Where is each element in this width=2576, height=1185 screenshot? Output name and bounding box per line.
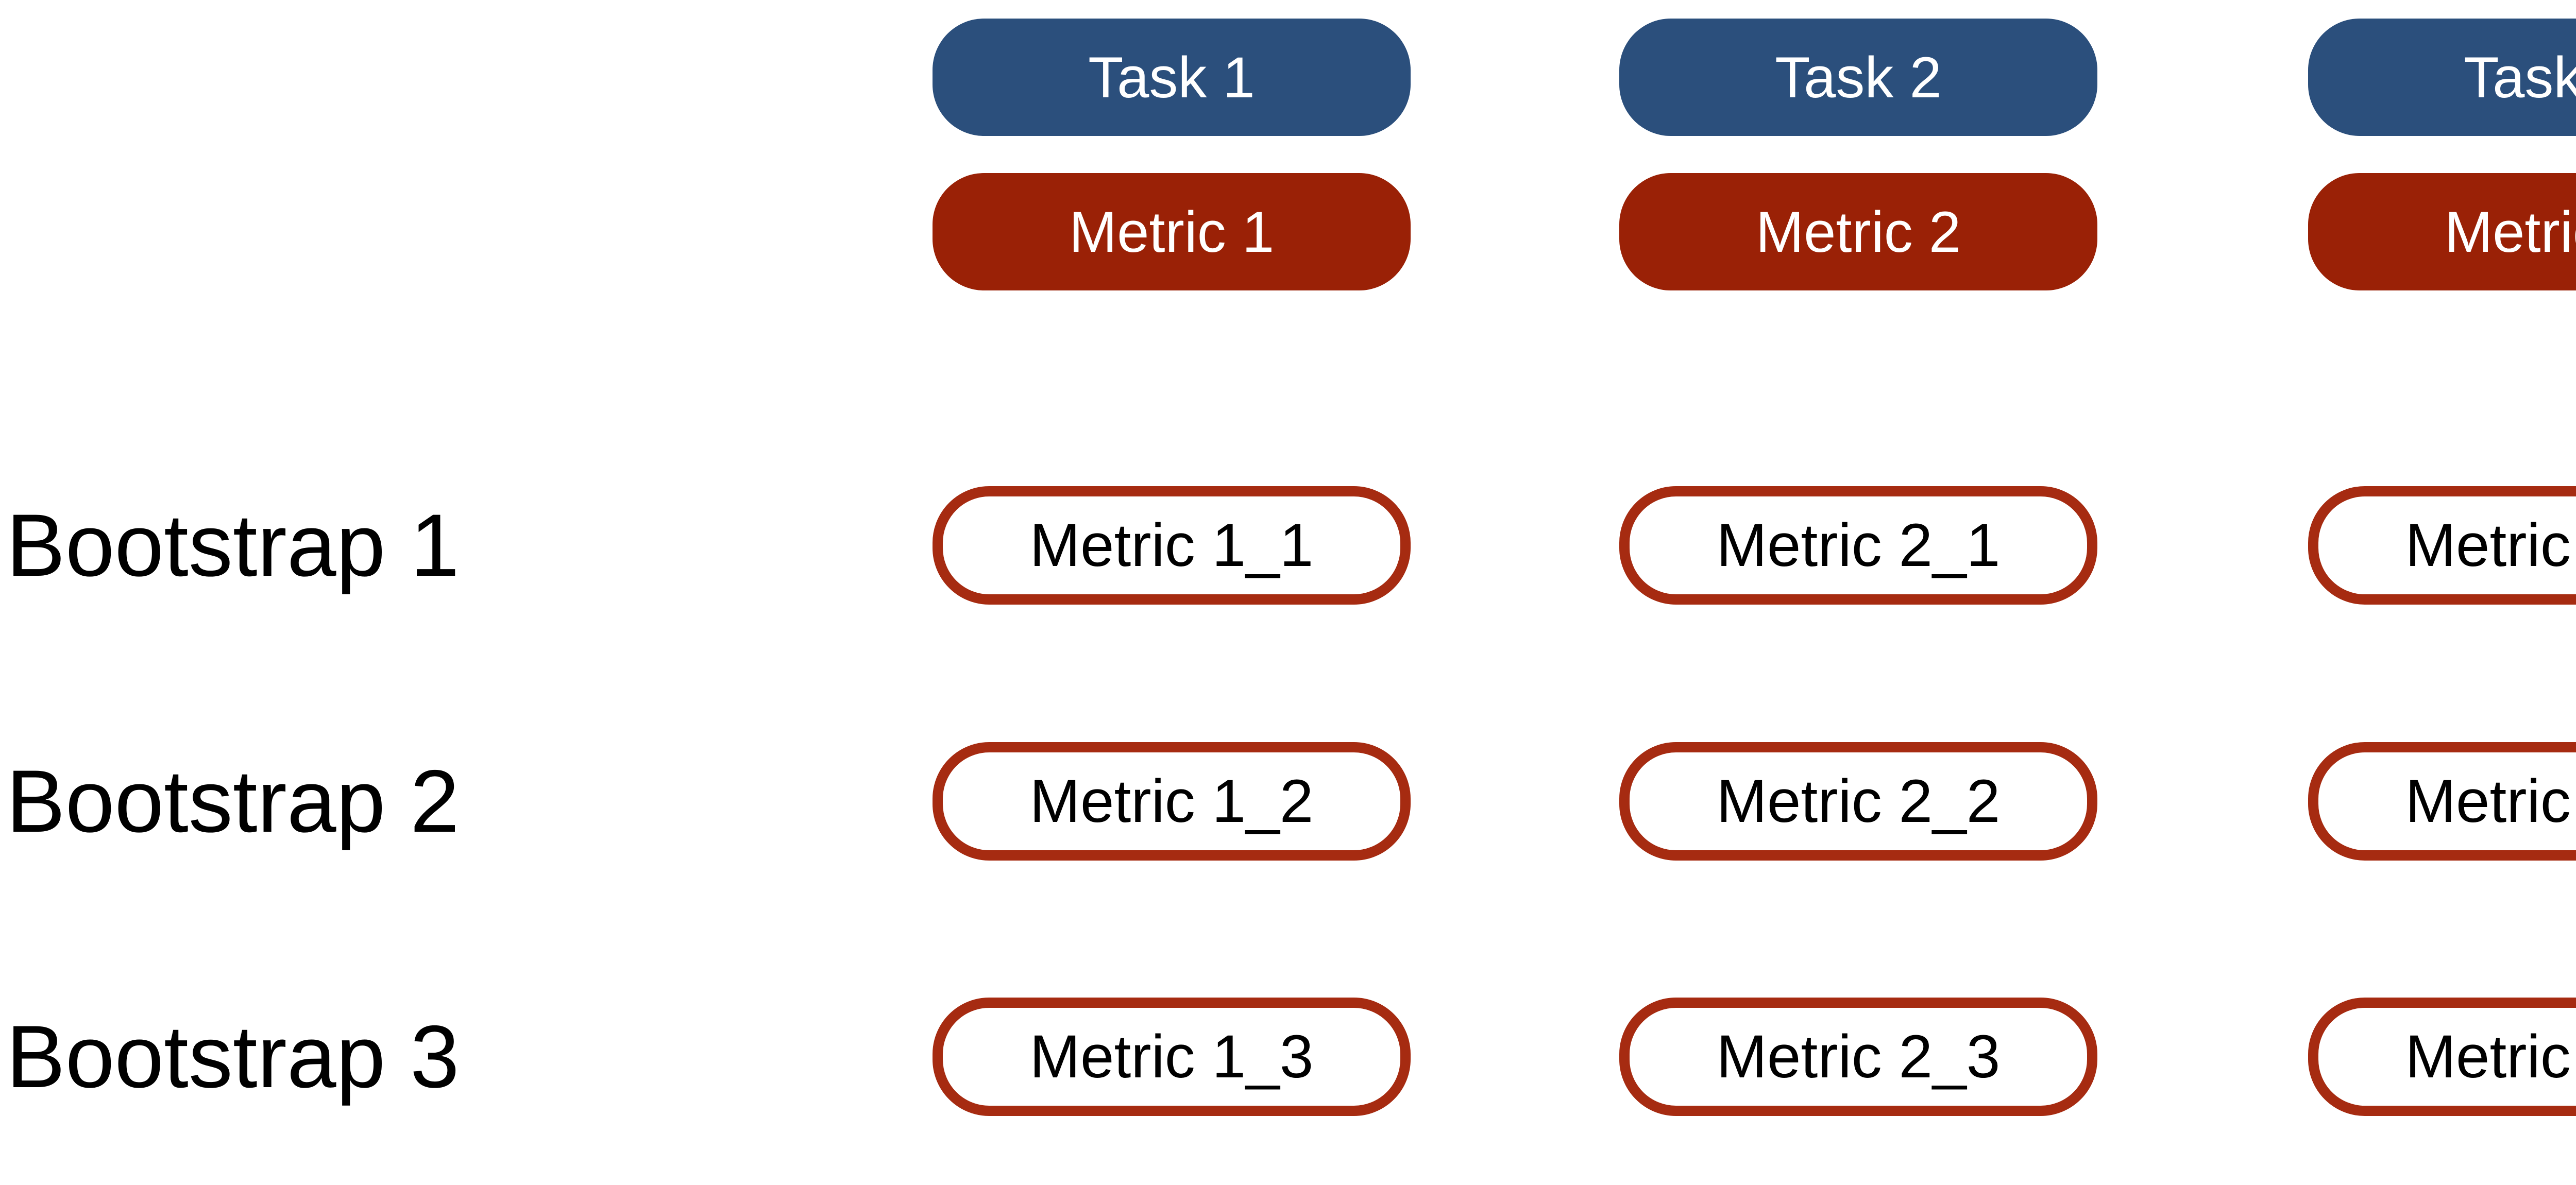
task-1-label: Task 1: [1088, 45, 1255, 110]
cell-metric-1-1: Metric 1_1: [933, 486, 1411, 605]
metric-3-label: Metric 3: [2444, 199, 2576, 264]
metric-2-label: Metric 2: [1755, 199, 1961, 264]
cell-metric-1-3-label: Metric 1_3: [1029, 1023, 1314, 1091]
cell-metric-2-1: Metric 2_1: [1619, 486, 2097, 605]
cell-metric-1-3: Metric 1_3: [933, 998, 1411, 1116]
cell-metric-2-3-label: Metric 2_3: [1716, 1023, 2001, 1091]
bootstrap-3-label: Bootstrap 3: [6, 1007, 460, 1106]
task-2-box: Task 2: [1619, 19, 2097, 136]
cell-metric-1-1-label: Metric 1_1: [1029, 511, 1314, 579]
metric-1-label: Metric 1: [1069, 199, 1275, 264]
task-2-label: Task 2: [1775, 45, 1942, 110]
task-1-box: Task 1: [933, 19, 1411, 136]
metric-2-box: Metric 2: [1619, 173, 2097, 290]
cell-metric-2-2-label: Metric 2_2: [1716, 767, 2001, 835]
metric-3-box: Metric 3: [2308, 173, 2576, 290]
cell-metric-3-3: Metric 3_3: [2308, 998, 2576, 1116]
bootstrap-1-label: Bootstrap 1: [6, 496, 460, 595]
cell-metric-3-2: Metric 3_2: [2308, 742, 2576, 861]
cell-metric-2-2: Metric 2_2: [1619, 742, 2097, 861]
cell-metric-1-2-label: Metric 1_2: [1029, 767, 1314, 835]
task-3-box: Task 3: [2308, 19, 2576, 136]
cell-metric-2-1-label: Metric 2_1: [1716, 511, 2001, 579]
task-3-label: Task 3: [2464, 45, 2576, 110]
cell-metric-2-3: Metric 2_3: [1619, 998, 2097, 1116]
cell-metric-3-1-label: Metric 3_1: [2405, 511, 2576, 579]
metric-1-box: Metric 1: [933, 173, 1411, 290]
cell-metric-3-2-label: Metric 3_2: [2405, 767, 2576, 835]
cell-metric-1-2: Metric 1_2: [933, 742, 1411, 861]
cell-metric-3-1: Metric 3_1: [2308, 486, 2576, 605]
cell-metric-3-3-label: Metric 3_3: [2405, 1023, 2576, 1091]
bootstrap-2-label: Bootstrap 2: [6, 752, 460, 851]
